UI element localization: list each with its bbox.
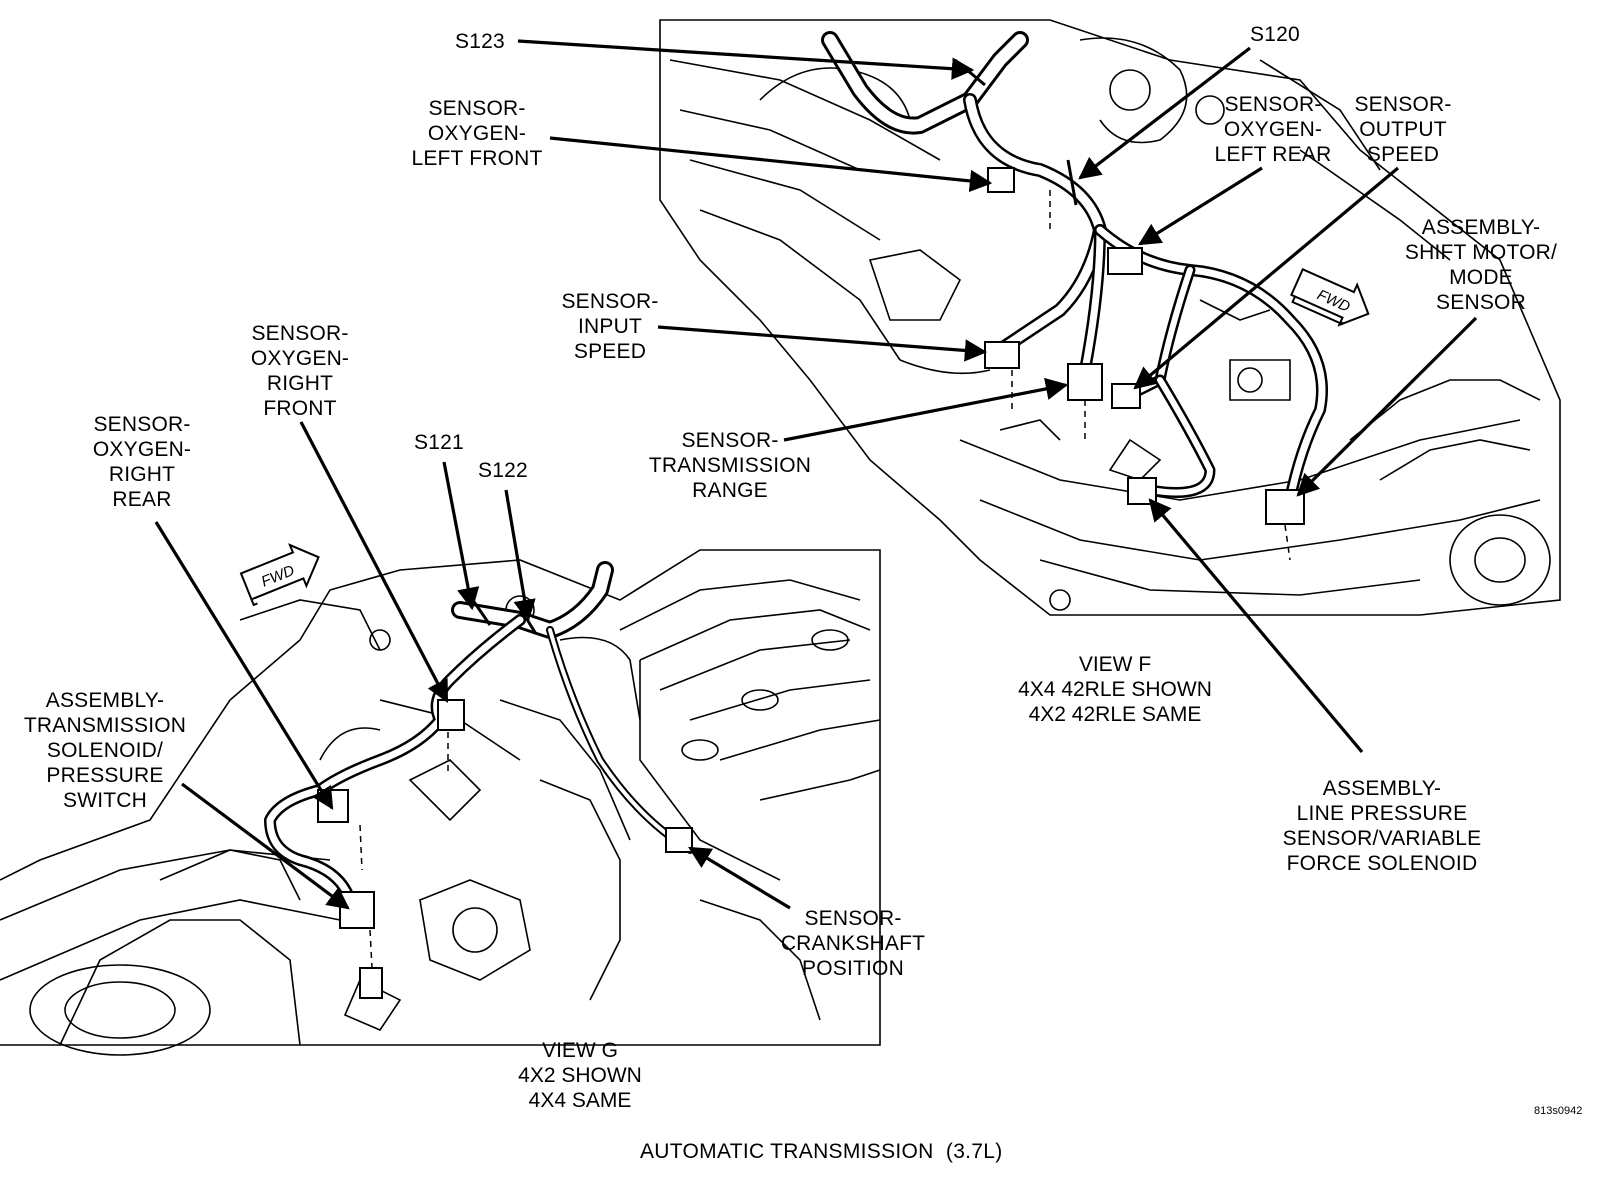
label-s122: S122 <box>478 458 528 483</box>
label-s120-line-0: S120 <box>1250 23 1300 46</box>
label-o2-right-front-line-1: OXYGEN- <box>250 347 350 370</box>
leader-s120 <box>1078 46 1251 180</box>
label-line-pressure-line-0: ASSEMBLY- <box>1322 777 1442 800</box>
label-output-speed-line-1: OUTPUT <box>1359 118 1447 141</box>
label-o2-right-rear-line-0: SENSOR- <box>93 413 191 436</box>
view-f-line-2: 4X2 42RLE SAME <box>1028 703 1202 726</box>
label-solenoid-switch-line-1: TRANSMISSION <box>23 714 187 737</box>
label-input-speed: SENSOR- INPUT SPEED <box>545 289 675 364</box>
label-o2-right-rear: SENSOR- OXYGEN- RIGHT REAR <box>72 412 212 512</box>
view-g-line-2: 4X4 SAME <box>528 1089 632 1112</box>
leader-input-speed <box>657 325 988 362</box>
leader-shift-motor <box>1296 316 1478 497</box>
label-output-speed: SENSOR- OUTPUT SPEED <box>1338 92 1468 167</box>
label-crankshaft: SENSOR- CRANKSHAFT POSITION <box>768 906 938 981</box>
label-shift-motor-line-0: ASSEMBLY- <box>1421 216 1541 239</box>
label-trans-range-line-0: SENSOR- <box>681 429 779 452</box>
label-input-speed-line-2: SPEED <box>573 340 647 363</box>
label-crankshaft-line-2: POSITION <box>802 957 904 980</box>
label-line-pressure-line-2: SENSOR/VARIABLE <box>1282 827 1482 850</box>
leader-o2-left-front <box>549 136 993 193</box>
label-crankshaft-line-1: CRANKSHAFT <box>780 932 926 955</box>
label-o2-right-rear-line-3: REAR <box>112 488 172 511</box>
label-s122-line-0: S122 <box>478 459 528 482</box>
label-o2-left-rear: SENSOR- OXYGEN- LEFT REAR <box>1198 92 1348 167</box>
label-line-pressure-line-3: FORCE SOLENOID <box>1286 852 1478 875</box>
label-o2-right-front-line-3: FRONT <box>263 397 337 420</box>
leader-crankshaft <box>688 846 791 910</box>
view-f-caption: VIEW F 4X4 42RLE SHOWN 4X2 42RLE SAME <box>1000 652 1230 727</box>
label-o2-right-front: SENSOR- OXYGEN- RIGHT FRONT <box>230 321 370 421</box>
label-line-pressure-line-1: LINE PRESSURE <box>1296 802 1468 825</box>
view-f-line-0: VIEW F <box>1078 653 1152 676</box>
label-o2-right-rear-line-1: OXYGEN- <box>92 438 192 461</box>
fwd-arrow-view-f-icon: FWD <box>1290 267 1370 327</box>
view-f-connectors <box>984 167 1305 525</box>
label-shift-motor-line-3: SENSOR <box>1436 291 1526 314</box>
label-o2-left-front: SENSOR- OXYGEN- LEFT FRONT <box>402 96 552 171</box>
view-f-drawing <box>659 19 1561 616</box>
leader-lines <box>154 39 1478 910</box>
label-o2-left-front-line-1: OXYGEN- <box>427 122 527 145</box>
label-trans-range: SENSOR- TRANSMISSION RANGE <box>640 428 820 503</box>
leader-line-pressure <box>1148 498 1364 754</box>
fwd-arrow-view-g-icon: FWD <box>239 543 320 607</box>
label-shift-motor-line-2: MODE <box>1449 266 1513 289</box>
label-solenoid-switch: ASSEMBLY- TRANSMISSION SOLENOID/ PRESSUR… <box>10 688 200 813</box>
label-o2-left-rear-line-0: SENSOR- <box>1224 93 1322 116</box>
view-g-dashes <box>359 732 449 969</box>
label-s123: S123 <box>455 29 505 54</box>
label-solenoid-switch-line-0: ASSEMBLY- <box>45 689 165 712</box>
leader-o2-left-rear <box>1138 166 1263 246</box>
label-output-speed-line-0: SENSOR- <box>1354 93 1452 116</box>
label-crankshaft-line-0: SENSOR- <box>804 907 902 930</box>
label-o2-left-rear-line-2: LEFT REAR <box>1214 143 1332 166</box>
view-g-line-0: VIEW G <box>542 1039 618 1062</box>
view-g-harness <box>264 561 694 906</box>
label-o2-left-front-line-0: SENSOR- <box>428 97 526 120</box>
leader-o2-right-rear <box>154 521 334 810</box>
leader-s123 <box>517 39 975 80</box>
label-input-speed-line-0: SENSOR- <box>561 290 659 313</box>
label-o2-right-rear-line-2: RIGHT <box>108 463 176 486</box>
view-f-harness <box>821 31 1328 506</box>
label-s121: S121 <box>414 430 464 455</box>
label-solenoid-switch-line-3: PRESSURE <box>46 764 164 787</box>
view-f-dashes <box>1011 190 1291 561</box>
label-o2-right-front-line-2: RIGHT <box>266 372 334 395</box>
leader-trans-range <box>783 377 1069 442</box>
view-g-caption: VIEW G 4X2 SHOWN 4X4 SAME <box>480 1038 680 1113</box>
label-s120: S120 <box>1250 22 1300 47</box>
leader-solenoid-switch <box>181 782 350 910</box>
view-g-line-1: 4X2 SHOWN <box>518 1064 642 1087</box>
leader-s121 <box>442 461 480 611</box>
label-trans-range-line-2: RANGE <box>692 479 768 502</box>
label-line-pressure: ASSEMBLY- LINE PRESSURE SENSOR/VARIABLE … <box>1262 776 1502 876</box>
label-shift-motor: ASSEMBLY- SHIFT MOTOR/ MODE SENSOR <box>1396 215 1566 315</box>
leader-output-speed <box>1133 166 1400 390</box>
label-solenoid-switch-line-4: SWITCH <box>62 789 148 812</box>
label-o2-right-front-line-0: SENSOR- <box>251 322 349 345</box>
label-trans-range-line-1: TRANSMISSION <box>648 454 812 477</box>
leader-o2-right-front <box>299 421 449 703</box>
figure-title: AUTOMATIC TRANSMISSION (3.7L) <box>640 1140 1003 1163</box>
label-s121-line-0: S121 <box>414 431 464 454</box>
label-solenoid-switch-line-2: SOLENOID/ <box>46 739 164 762</box>
label-input-speed-line-1: INPUT <box>578 315 642 338</box>
leader-s122 <box>504 489 536 623</box>
view-g-connectors <box>317 699 693 999</box>
label-shift-motor-line-1: SHIFT MOTOR/ <box>1404 241 1558 264</box>
figure-id: 813s0942 <box>1534 1105 1583 1117</box>
label-o2-left-rear-line-1: OXYGEN- <box>1223 118 1323 141</box>
view-f-line-1: 4X4 42RLE SHOWN <box>1018 678 1212 701</box>
label-output-speed-line-2: SPEED <box>1366 143 1440 166</box>
label-o2-left-front-line-2: LEFT FRONT <box>411 147 543 170</box>
label-s123-line-0: S123 <box>455 30 505 53</box>
